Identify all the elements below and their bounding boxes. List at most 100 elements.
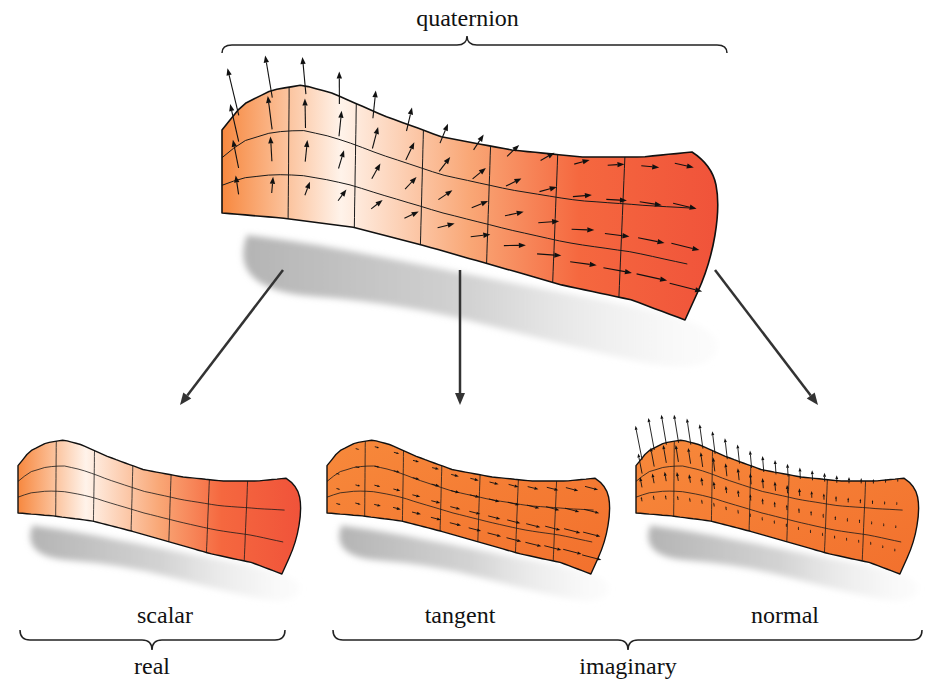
vector-arrowhead <box>516 521 520 524</box>
vector-arrowhead <box>871 521 872 523</box>
imaginary-brace <box>333 630 922 650</box>
surface-node: scalar <box>20 405 310 629</box>
vector-arrowhead <box>810 530 811 532</box>
vector-arrow <box>834 537 835 539</box>
vector-arrow <box>537 254 554 255</box>
vector-arrow <box>689 452 691 464</box>
vector-arrow <box>775 464 777 474</box>
vector-arrowhead <box>377 466 380 468</box>
vector-arrowhead <box>338 503 340 505</box>
vector-arrowhead <box>692 246 699 251</box>
grid-line <box>364 441 366 516</box>
vector-arrow <box>762 482 764 488</box>
surface-fill <box>327 440 610 574</box>
vector-arrowhead <box>810 491 813 495</box>
vector-arrowhead <box>895 525 896 527</box>
vector-arrowhead <box>305 182 310 189</box>
vector-arrowhead <box>749 473 752 477</box>
vector-arrow <box>763 460 764 472</box>
vector-arrowhead <box>585 193 592 198</box>
surface-node: tangent <box>315 405 605 629</box>
vector-arrowhead <box>497 534 501 537</box>
vector-arrow <box>407 114 411 131</box>
vector-arrow <box>823 497 824 500</box>
vector-arrowhead <box>811 470 814 474</box>
vector-arrowhead <box>713 503 715 505</box>
vector-arrowhead <box>675 445 678 449</box>
vector-arrowhead <box>774 460 777 464</box>
vector-arrowhead <box>701 500 703 502</box>
vector-arrow <box>269 103 272 129</box>
vector-arrowhead <box>234 176 239 183</box>
vector-arrowhead <box>822 533 823 535</box>
vector-arrowhead <box>494 482 498 485</box>
vector-arrow <box>738 472 740 480</box>
vector-arrow <box>738 494 739 497</box>
vector-arrowhead <box>595 511 599 514</box>
connector-line <box>715 270 811 395</box>
vector-arrowhead <box>358 485 361 487</box>
grid-line <box>440 466 442 531</box>
vector-arrow <box>649 422 654 450</box>
vector-arrow <box>675 419 679 443</box>
vector-arrowhead <box>689 498 691 500</box>
vector-arrow <box>799 510 800 513</box>
vector-arrow <box>859 521 860 523</box>
vector-arrow <box>271 143 272 161</box>
vector-arrowhead <box>872 500 873 502</box>
vector-arrow <box>885 481 886 483</box>
grid-line <box>478 475 480 542</box>
vector-arrowhead <box>410 177 417 184</box>
vector-arrow <box>372 134 376 149</box>
vector-arrow <box>490 482 495 483</box>
vector-arrow <box>413 460 416 462</box>
vector-arrow <box>234 147 238 168</box>
vector-arrow <box>541 156 549 160</box>
vector-arrowhead <box>786 485 789 489</box>
vector-arrowhead <box>435 467 439 470</box>
vector-arrow <box>726 490 727 494</box>
vector-arrowhead <box>774 520 775 522</box>
vector-arrowhead <box>737 510 738 512</box>
vector-arrowhead <box>725 486 728 490</box>
vector-arrowhead <box>443 124 448 132</box>
vector-arrow <box>894 550 895 552</box>
vector-arrow <box>750 515 751 517</box>
vector-arrowhead <box>372 90 377 97</box>
vector-arrowhead <box>835 496 837 499</box>
vector-arrowhead <box>823 494 825 497</box>
vector-arrow <box>665 497 666 499</box>
surface-outline <box>18 440 301 574</box>
vector-arrowhead <box>655 202 662 207</box>
vector-arrow <box>564 529 576 532</box>
vector-arrow <box>870 543 871 545</box>
vector-arrow <box>835 518 836 520</box>
vector-arrowhead <box>495 499 499 502</box>
vector-arrowhead <box>798 488 801 492</box>
vector-arrow <box>266 63 272 98</box>
vector-arrowhead <box>846 538 847 540</box>
vector-arrow <box>393 507 397 508</box>
vector-arrow <box>471 235 484 237</box>
vector-arrow <box>713 435 715 454</box>
surface-patch <box>327 440 610 600</box>
vector-arrow <box>639 457 642 473</box>
vector-arrowhead <box>873 479 875 481</box>
vector-arrowhead <box>596 534 600 537</box>
vector-arrow <box>412 495 416 496</box>
vector-arrowhead <box>761 456 764 460</box>
vector-arrowhead <box>268 136 273 143</box>
vector-arrow <box>701 481 703 485</box>
vector-arrowhead <box>435 484 439 487</box>
vector-arrowhead <box>774 502 776 505</box>
vector-arrow <box>810 531 811 533</box>
vector-arrowhead <box>822 513 824 515</box>
vector-arrowhead <box>457 523 461 526</box>
vector-arrow <box>836 499 837 502</box>
vector-arrowhead <box>266 96 271 103</box>
vector-arrow <box>338 195 342 201</box>
vector-arrowhead <box>712 458 715 462</box>
vector-arrowhead <box>677 496 679 498</box>
vector-arrowhead <box>884 501 885 503</box>
vector-arrow <box>488 516 496 518</box>
